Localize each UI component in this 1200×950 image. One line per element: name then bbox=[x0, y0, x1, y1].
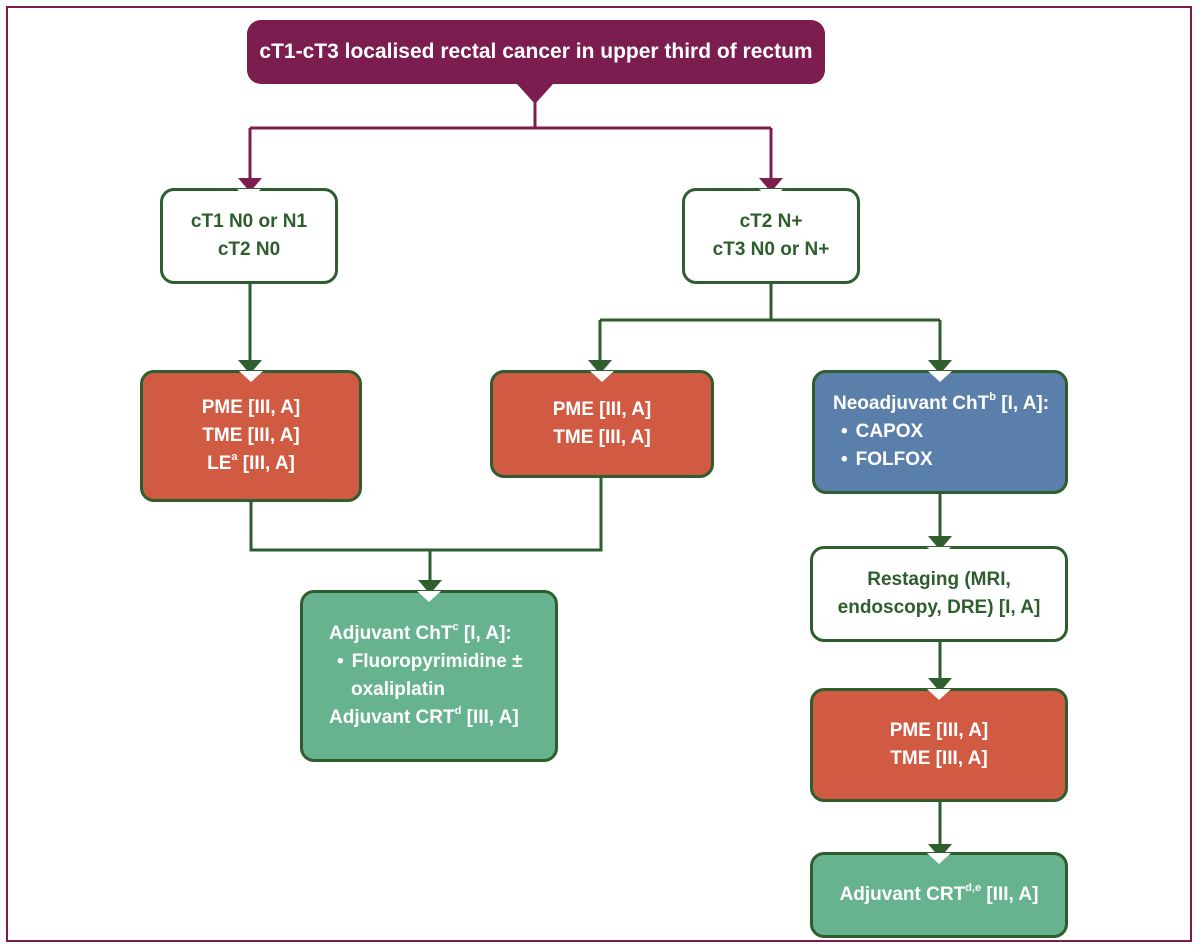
arrowhead-advanced bbox=[759, 178, 783, 192]
arrowhead-surgery-after-neo bbox=[928, 678, 952, 692]
restaging-line: endoscopy, DRE) [I, A] bbox=[837, 597, 1041, 618]
arrowhead-adjuvant-chemo bbox=[418, 580, 442, 594]
neoadjuvant-box: Neoadjuvant ChTb [I, A]: CAPOX FOLFOX bbox=[812, 370, 1068, 494]
adjuvant-chemo-heading: Adjuvant ChTc [I, A]: bbox=[329, 620, 512, 644]
arrowhead-adjuvant-crt bbox=[928, 844, 952, 858]
arrowhead-restaging bbox=[928, 536, 952, 550]
diagram-frame bbox=[6, 6, 1192, 942]
connector-merge-to-adjuvant bbox=[249, 478, 603, 584]
restaging-box: Restaging (MRI, endoscopy, DRE) [I, A] bbox=[810, 546, 1068, 642]
connector-header-split bbox=[248, 84, 773, 182]
header-pointer bbox=[517, 84, 553, 104]
arrowhead-early bbox=[238, 178, 262, 192]
adjuvant-chemo-bullet: Fluoropyrimidine ± bbox=[329, 648, 523, 676]
surgery-after-neo-box: PME [III, A] TME [III, A] bbox=[810, 688, 1068, 802]
surgery-le: LEa [III, A] bbox=[207, 450, 295, 474]
adjuvant-crt-text: Adjuvant CRTd,e [III, A] bbox=[839, 881, 1039, 905]
adjuvant-chemo-bullet-cont: oxaliplatin bbox=[351, 679, 445, 700]
surgery-pme: PME [III, A] bbox=[201, 397, 301, 418]
restaging-line: Restaging (MRI, bbox=[867, 569, 1011, 590]
neoadjuvant-bullet: CAPOX bbox=[833, 418, 924, 446]
stage-early-line: cT2 N0 bbox=[217, 239, 281, 260]
neoadjuvant-heading: Neoadjuvant ChTb [I, A]: bbox=[833, 390, 1050, 414]
arrowhead-surgery-early bbox=[238, 360, 262, 374]
surgery-direct-box: PME [III, A] TME [III, A] bbox=[490, 370, 714, 478]
surgery-tme: TME [III, A] bbox=[553, 427, 651, 448]
diagram-title: cT1-cT3 localised rectal cancer in upper… bbox=[259, 40, 813, 63]
arrowhead-surgery-direct bbox=[588, 360, 612, 374]
stage-advanced-line: cT2 N+ bbox=[739, 211, 803, 232]
surgery-pme: PME [III, A] bbox=[889, 720, 989, 741]
stage-early-box: cT1 N0 or N1 cT2 N0 bbox=[160, 188, 338, 284]
neoadjuvant-bullet: FOLFOX bbox=[833, 446, 933, 474]
surgery-early-box: PME [III, A] TME [III, A] LEa [III, A] bbox=[140, 370, 362, 502]
surgery-tme: TME [III, A] bbox=[202, 425, 300, 446]
surgery-tme: TME [III, A] bbox=[890, 748, 988, 769]
adjuvant-crt-line: Adjuvant CRTd [III, A] bbox=[329, 704, 519, 728]
stage-advanced-box: cT2 N+ cT3 N0 or N+ bbox=[682, 188, 860, 284]
arrowhead-neoadjuvant bbox=[928, 360, 952, 374]
stage-advanced-line: cT3 N0 or N+ bbox=[712, 239, 830, 260]
adjuvant-crt-box: Adjuvant CRTd,e [III, A] bbox=[810, 852, 1068, 938]
header-box: cT1-cT3 localised rectal cancer in upper… bbox=[247, 20, 825, 104]
surgery-pme: PME [III, A] bbox=[552, 399, 652, 420]
adjuvant-chemo-box: Adjuvant ChTc [I, A]: Fluoropyrimidine ±… bbox=[300, 590, 558, 762]
connector-advanced-split bbox=[598, 284, 942, 364]
stage-early-line: cT1 N0 or N1 bbox=[190, 211, 308, 232]
